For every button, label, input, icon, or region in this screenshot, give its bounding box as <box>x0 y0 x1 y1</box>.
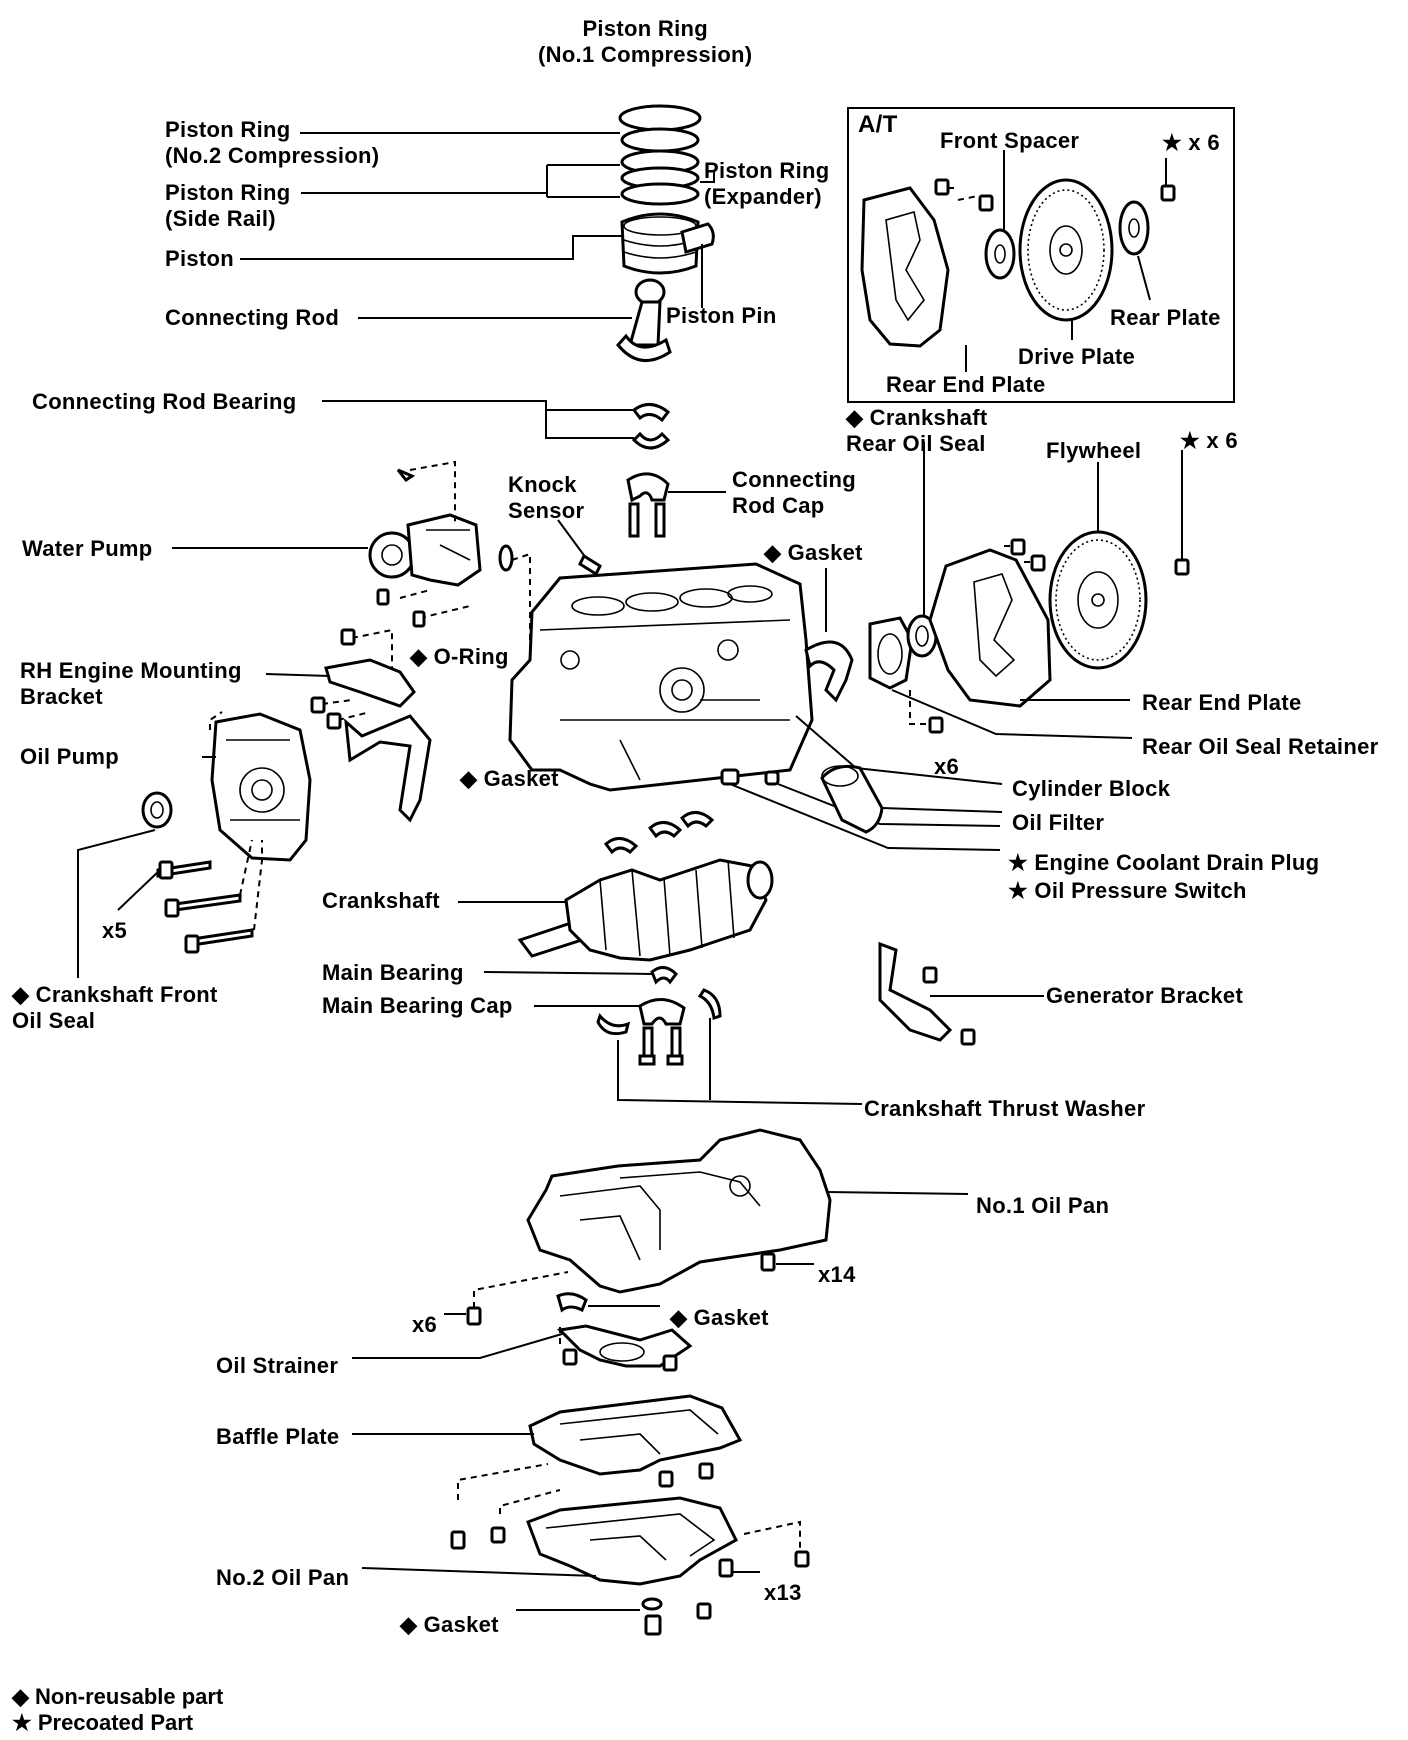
label-knock-sensor: Knock Sensor <box>508 472 585 523</box>
label-crankshaft-thrust-washer: Crankshaft Thrust Washer <box>864 1096 1146 1121</box>
legend-non-reusable: ◆ Non-reusable part <box>12 1684 224 1709</box>
label-x5: x5 <box>102 918 128 943</box>
label-at-rear-end-plate: Rear End Plate <box>886 372 1046 397</box>
label-generator-bracket: Generator Bracket <box>1046 983 1244 1008</box>
label-water-pump: Water Pump <box>22 536 153 561</box>
piston-pin-part <box>680 222 715 254</box>
label-drive-plate: Drive Plate <box>1018 344 1136 369</box>
no1-oil-pan-part <box>526 1128 832 1294</box>
flywheel-part <box>1048 530 1148 670</box>
pan-gasket-part <box>556 1292 588 1313</box>
piston-part <box>620 212 700 275</box>
label-connecting-rod-bearing: Connecting Rod Bearing <box>32 389 297 414</box>
label-piston-ring-no1: Piston Ring (No.1 Compression) <box>538 16 753 67</box>
label-connecting-rod-cap: Connecting Rod Cap <box>732 467 856 518</box>
label-gasket-block: ◆ Gasket <box>764 540 863 565</box>
label-oil-strainer: Oil Strainer <box>216 1353 339 1378</box>
label-connecting-rod: Connecting Rod <box>165 305 340 330</box>
label-gasket-mid: ◆ Gasket <box>460 766 559 791</box>
label-crankshaft-rear-oil-seal: ◆ Crankshaft Rear Oil Seal <box>846 405 988 456</box>
label-o-ring: ◆ O-Ring <box>410 644 509 669</box>
label-x6-pan: x6 <box>412 1312 438 1337</box>
label-piston: Piston <box>165 246 235 271</box>
oil-filter-part <box>820 764 884 834</box>
label-piston-pin: Piston Pin <box>666 303 777 328</box>
label-main-bearing-cap: Main Bearing Cap <box>322 993 513 1018</box>
connecting-rod-part <box>616 278 672 362</box>
label-rear-plate: Rear Plate <box>1110 305 1221 330</box>
rear-end-plate-part <box>928 548 1052 708</box>
piston-ring-stack <box>618 104 702 206</box>
cylinder-block-part <box>508 562 814 792</box>
conrod-bearing-upper <box>631 403 671 423</box>
thrust-washer-right <box>697 988 722 1021</box>
label-rh-engine-mounting-bracket: RH Engine Mounting Bracket <box>20 658 242 709</box>
at-inset-title: A/T <box>858 111 898 138</box>
label-gasket-bottom: ◆ Gasket <box>400 1612 499 1637</box>
label-crankshaft: Crankshaft <box>322 888 440 913</box>
label-front-spacer: Front Spacer <box>940 128 1080 153</box>
label-oil-filter: Oil Filter <box>1012 810 1105 835</box>
rear-plate-part <box>1118 200 1150 256</box>
label-crankshaft-front-oil-seal: ◆ Crankshaft Front Oil Seal <box>12 982 218 1033</box>
at-inset-box <box>847 107 1235 403</box>
label-oil-pressure-switch: ★ Oil Pressure Switch <box>1008 878 1247 903</box>
front-spacer-part <box>984 228 1016 280</box>
label-cylinder-block: Cylinder Block <box>1012 776 1171 801</box>
main-bearing-cap-part <box>638 998 686 1026</box>
conrod-cap-part <box>626 472 670 503</box>
label-star-x6-flywheel: ★ x 6 <box>1180 428 1238 453</box>
rh-mounting-bracket-part <box>324 658 432 823</box>
drain-gasket-part <box>641 1597 663 1611</box>
front-oil-seal-part <box>141 791 173 829</box>
label-no2-oil-pan: No.2 Oil Pan <box>216 1565 350 1590</box>
label-rear-oil-seal-retainer: Rear Oil Seal Retainer <box>1142 734 1379 759</box>
label-star-x6-at: ★ x 6 <box>1162 130 1220 155</box>
label-piston-ring-side-rail: Piston Ring (Side Rail) <box>165 180 291 231</box>
no2-oil-pan-part <box>526 1496 738 1586</box>
generator-bracket-part <box>878 941 953 1042</box>
crankshaft-part <box>517 858 774 962</box>
label-no1-oil-pan: No.1 Oil Pan <box>976 1193 1110 1218</box>
label-piston-ring-expander: Piston Ring (Expander) <box>704 158 830 209</box>
water-pump-part <box>368 513 514 587</box>
main-bearing-part <box>650 966 678 985</box>
label-baffle-plate: Baffle Plate <box>216 1424 340 1449</box>
conrod-bearing-lower <box>631 431 671 450</box>
label-piston-ring-no2: Piston Ring (No.2 Compression) <box>165 117 380 168</box>
thrust-washer-left <box>596 1013 631 1036</box>
drive-plate-part <box>1018 178 1114 322</box>
rear-block-gasket-part <box>804 640 854 703</box>
label-x6-retainer: x6 <box>934 754 960 779</box>
label-oil-pump: Oil Pump <box>20 744 119 769</box>
oil-pump-part <box>210 712 312 862</box>
label-x13: x13 <box>764 1580 802 1605</box>
label-engine-coolant-drain-plug: ★ Engine Coolant Drain Plug <box>1008 850 1320 875</box>
at-rear-end-plate-part <box>860 186 950 348</box>
label-flywheel: Flywheel <box>1046 438 1142 463</box>
label-rear-end-plate: Rear End Plate <box>1142 690 1302 715</box>
label-gasket-pan: ◆ Gasket <box>670 1305 769 1330</box>
legend-precoated: ★ Precoated Part <box>12 1710 194 1735</box>
label-x14: x14 <box>818 1262 856 1287</box>
baffle-plate-part <box>528 1394 743 1476</box>
label-main-bearing: Main Bearing <box>322 960 464 985</box>
knock-sensor-part <box>578 553 602 577</box>
rear-oil-seal-retainer-part <box>868 616 914 690</box>
